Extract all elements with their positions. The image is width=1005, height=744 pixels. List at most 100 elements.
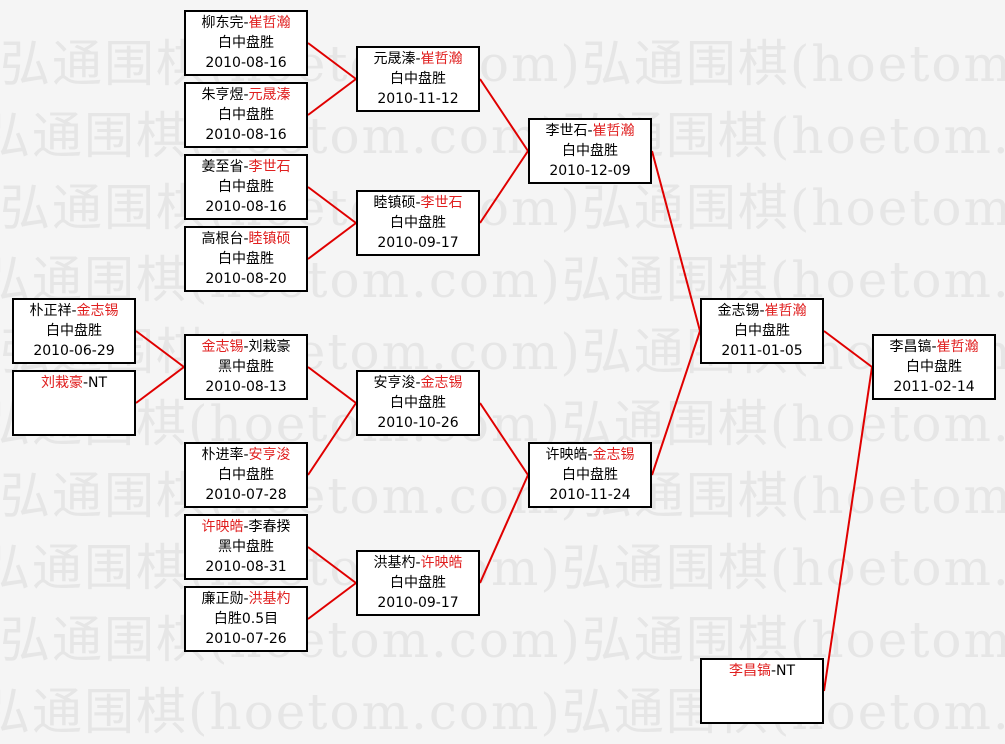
connector-line — [135, 330, 185, 368]
player-1: 金志锡 — [717, 303, 760, 319]
match-result: 白中盘胜 — [218, 35, 274, 51]
player-1: 元晟溱 — [373, 51, 416, 67]
match-date: 2010-11-24 — [549, 487, 631, 503]
connector-line — [307, 78, 357, 116]
match-box-r4b[interactable]: 李昌镐-NT — [700, 658, 824, 724]
match-date: 2010-08-16 — [205, 127, 287, 143]
player-separator: - — [415, 375, 421, 391]
connector-line — [479, 474, 529, 584]
player-2: 崔哲瀚 — [936, 339, 979, 355]
match-date: 2010-07-28 — [205, 487, 287, 503]
match-box-r1d[interactable]: 高根台-睦镇硕白中盘胜 2010-08-20 — [184, 226, 308, 292]
match-result: 白中盘胜 — [390, 395, 446, 411]
player-1: 洪基杓 — [373, 555, 416, 571]
match-date: 2010-08-20 — [205, 271, 287, 287]
match-date: 2010-08-13 — [205, 379, 287, 395]
connector-line — [479, 402, 529, 476]
match-box-r2c[interactable]: 安亨浚-金志锡白中盘胜 2010-10-26 — [356, 370, 480, 436]
player-separator: - — [243, 591, 249, 607]
player-2: 崔哲瀚 — [592, 123, 635, 139]
player-separator: - — [770, 663, 777, 679]
match-date: 2010-09-17 — [377, 235, 459, 251]
match-box-r0b[interactable]: 刘栽豪-NT — [12, 370, 136, 436]
match-result: 白中盘胜 — [46, 323, 102, 339]
match-date: 2010-08-31 — [205, 559, 287, 575]
connector-line — [307, 222, 357, 260]
match-date: 2011-01-05 — [721, 343, 803, 359]
player-1: 朴正祥 — [29, 303, 72, 319]
match-players: 许映皓-李春揆 — [186, 517, 306, 537]
connector-line — [135, 366, 185, 404]
player-2: 李世石 — [248, 159, 291, 175]
match-box-r1a[interactable]: 柳东完-崔哲瀚白中盘胜 2010-08-16 — [184, 10, 308, 76]
connector-line — [823, 366, 873, 692]
match-box-r1f[interactable]: 朴进率-安亨浚白中盘胜 2010-07-28 — [184, 442, 308, 508]
player-separator: - — [587, 447, 593, 463]
player-separator: - — [415, 51, 421, 67]
connector-line — [823, 330, 873, 368]
player-1: 朱亨煜 — [201, 87, 244, 103]
match-result: 白中盘胜 — [390, 215, 446, 231]
match-players: 安亨浚-金志锡 — [358, 373, 478, 393]
connector-line — [307, 582, 357, 620]
match-players: 许映皓-金志锡 — [530, 445, 650, 465]
player-1: 刘栽豪 — [40, 375, 83, 391]
player-1: 许映皓 — [545, 447, 588, 463]
match-date: 2011-02-14 — [893, 379, 975, 395]
match-players: 金志锡-刘栽豪 — [186, 337, 306, 357]
match-box-r2b[interactable]: 睦镇硕-李世石白中盘胜 2010-09-17 — [356, 190, 480, 256]
match-players: 刘栽豪-NT — [14, 373, 134, 393]
player-2: 许映皓 — [420, 555, 463, 571]
match-date: 2010-08-16 — [205, 55, 287, 71]
match-result: 白中盘胜 — [390, 575, 446, 591]
player-1: 朴进率 — [201, 447, 244, 463]
match-result: 白中盘胜 — [390, 71, 446, 87]
match-players: 高根台-睦镇硕 — [186, 229, 306, 249]
player-2: 洪基杓 — [248, 591, 291, 607]
match-result: 白中盘胜 — [218, 467, 274, 483]
player-2: 李春揆 — [248, 519, 291, 535]
match-result: 黑中盘胜 — [218, 359, 274, 375]
player-1: 李昌镐 — [889, 339, 932, 355]
match-players: 李世石-崔哲瀚 — [530, 121, 650, 141]
match-box-r1e[interactable]: 金志锡-刘栽豪黑中盘胜 2010-08-13 — [184, 334, 308, 400]
match-players: 朴进率-安亨浚 — [186, 445, 306, 465]
match-date: 2010-10-26 — [377, 415, 459, 431]
player-1: 安亨浚 — [373, 375, 416, 391]
match-date: 2010-08-16 — [205, 199, 287, 215]
player-1: 睦镇硕 — [373, 195, 416, 211]
player-2: 元晟溱 — [248, 87, 291, 103]
match-result: 白中盘胜 — [906, 359, 962, 375]
connector-line — [307, 366, 357, 404]
match-players: 洪基杓-许映皓 — [358, 553, 478, 573]
match-players: 柳东完-崔哲瀚 — [186, 13, 306, 33]
player-separator: - — [415, 555, 421, 571]
match-result: 白中盘胜 — [218, 251, 274, 267]
player-separator: - — [82, 375, 89, 391]
player-separator: - — [587, 123, 593, 139]
connector-line — [307, 546, 357, 584]
player-separator: - — [243, 231, 249, 247]
match-result: 白胜0.5目 — [213, 611, 279, 627]
match-date: 2010-12-09 — [549, 163, 631, 179]
player-2: 金志锡 — [592, 447, 635, 463]
player-1: 廉正勋 — [201, 591, 244, 607]
connector-line — [479, 150, 529, 224]
player-2: 崔哲瀚 — [248, 15, 291, 31]
match-players: 睦镇硕-李世石 — [358, 193, 478, 213]
match-result: 白中盘胜 — [218, 107, 274, 123]
player-separator: - — [759, 303, 765, 319]
match-players: 金志锡-崔哲瀚 — [702, 301, 822, 321]
